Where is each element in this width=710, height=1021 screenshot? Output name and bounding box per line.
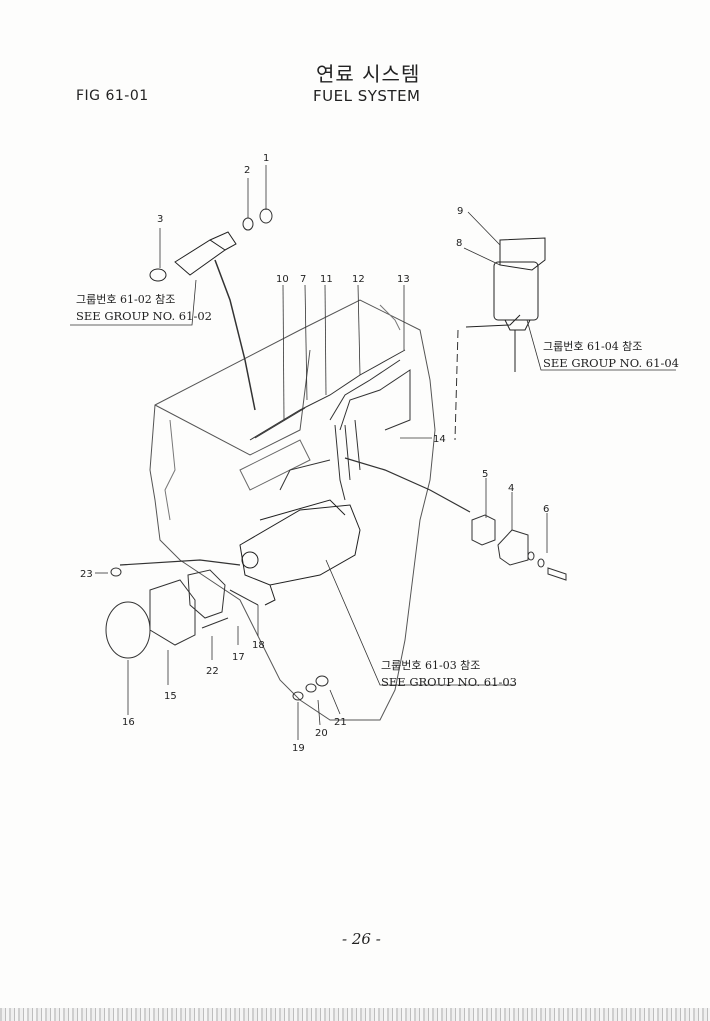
callout-3: 3: [157, 214, 163, 225]
reference-english: SEE GROUP NO. 61-02: [76, 309, 212, 323]
washer-part-23: [110, 567, 122, 577]
callout-21: 21: [334, 717, 347, 728]
callout-19: 19: [292, 743, 305, 754]
gasket-part-18: [229, 589, 259, 606]
page-title-english: FUEL SYSTEM: [313, 87, 421, 105]
page-number: - 26 -: [342, 930, 381, 948]
callout-9: 9: [457, 206, 463, 217]
fuel-filter-assembly: [465, 237, 546, 372]
callout-5: 5: [482, 469, 488, 480]
gasket-part-17: [187, 569, 226, 619]
washer-part-19: [292, 691, 304, 701]
callout-15: 15: [164, 691, 177, 702]
page-title-korean: 연료 시스템: [316, 62, 421, 86]
reference-english: SEE GROUP NO. 61-04: [543, 356, 679, 370]
callout-23: 23: [80, 569, 93, 580]
callout-18: 18: [252, 640, 265, 651]
figure-id: FIG 61-01: [76, 88, 149, 104]
nut-part-1: [259, 208, 273, 224]
bolt-part-22: [201, 617, 229, 629]
callout-22: 22: [206, 666, 219, 677]
bracket-part-5: [471, 514, 496, 546]
callout-16: 16: [122, 717, 135, 728]
reference-note-61-02: 그룹번호 61-02 참조 SEE GROUP NO. 61-02: [76, 292, 212, 324]
nut-part-21: [315, 675, 329, 687]
scan-edge-artifact: [0, 1008, 710, 1021]
bolt-part-6: [527, 551, 567, 581]
washer-part-20: [305, 683, 317, 693]
reference-korean: 그룹번호 61-04 참조: [543, 340, 643, 353]
washer-part-2: [242, 217, 254, 231]
callout-4: 4: [508, 483, 514, 494]
callout-13: 13: [397, 274, 410, 285]
callout-17: 17: [232, 652, 245, 663]
engine-block-outline: [149, 299, 436, 721]
callout-14: 14: [433, 434, 446, 445]
injection-pump: [239, 499, 361, 606]
reference-english: SEE GROUP NO. 61-03: [381, 675, 517, 689]
callout-12: 12: [352, 274, 365, 285]
callout-10: 10: [276, 274, 289, 285]
reference-korean: 그룹번호 61-03 참조: [381, 659, 481, 672]
callout-6: 6: [543, 504, 549, 515]
injection-pipes: [249, 349, 411, 501]
fuel-return-line: [214, 259, 256, 411]
callout-20: 20: [315, 728, 328, 739]
callout-7: 7: [300, 274, 306, 285]
cover-plate-part-15: [149, 579, 196, 646]
clamp-part-4: [497, 529, 529, 566]
o-ring-part-16: [105, 601, 151, 659]
reference-korean: 그룹번호 61-02 참조: [76, 293, 176, 306]
injector-nozzle: [149, 231, 237, 282]
reference-note-61-03: 그룹번호 61-03 참조 SEE GROUP NO. 61-03: [381, 658, 517, 690]
callout-11: 11: [320, 274, 333, 285]
callout-1: 1: [263, 153, 269, 164]
callout-2: 2: [244, 165, 250, 176]
engine-cylinder-head: [154, 349, 311, 456]
reference-note-61-04: 그룹번호 61-04 참조 SEE GROUP NO. 61-04: [543, 339, 679, 371]
callout-8: 8: [456, 238, 462, 249]
